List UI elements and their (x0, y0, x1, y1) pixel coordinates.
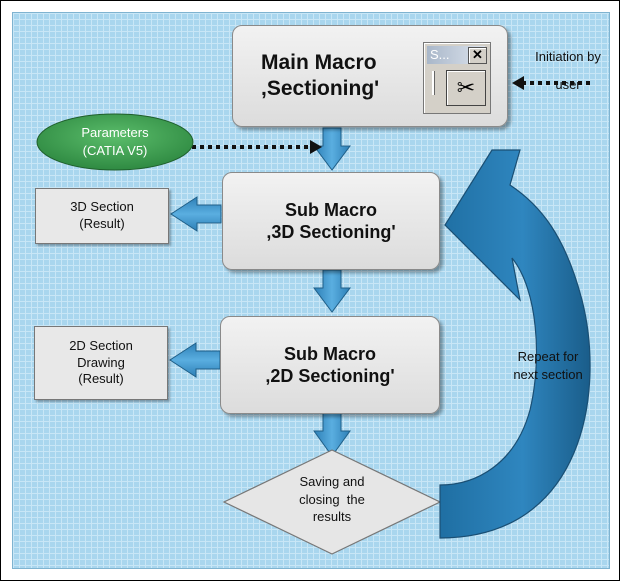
repeat-curved-arrow (439, 149, 591, 539)
dotted-arrowhead-initiation (512, 76, 524, 90)
saving-line2: closing the (299, 491, 365, 507)
sub-macro-2d-title: Sub Macro (283, 343, 376, 364)
result-2d-line3: (Result) (78, 371, 124, 387)
repeat-line1: Repeat for (517, 349, 579, 364)
parameters-label: Parameters (CATIA V5) (45, 124, 185, 159)
arrow-3d-to-result (170, 196, 222, 232)
sub-macro-3d-title: Sub Macro (284, 199, 377, 220)
parameters-ellipse (36, 113, 194, 171)
arrow-3d-to-2d (313, 269, 351, 313)
slider-handle (432, 71, 435, 95)
saving-diamond (222, 449, 442, 555)
arrow-2d-to-result (169, 342, 221, 378)
close-icon[interactable]: ✕ (468, 47, 487, 64)
saving-line1: Saving and (299, 474, 365, 489)
dotted-arrowhead-parameters (310, 140, 322, 154)
arrow-main-to-3d (313, 127, 351, 171)
result-2d-line1: 2D Section (69, 337, 133, 353)
result-3d-line1: 3D Section (70, 199, 134, 215)
sub-macro-2d-box: Sub Macro ,2D Sectioning' (220, 316, 440, 414)
result-2d-box: 2D Section Drawing (Result) (34, 326, 168, 400)
toolbar-window: S... ✕ ✂ (423, 42, 491, 114)
repeat-line2: next section (513, 366, 583, 382)
main-macro-subtitle: ,Sectioning' (261, 77, 380, 100)
initiation-label: Initiation by user (520, 48, 616, 93)
saving-label: Saving and closing the results (262, 473, 402, 526)
parameters-line1: Parameters (81, 125, 149, 140)
scissors-icon[interactable]: ✂ (446, 70, 486, 106)
arrow-2d-to-saving (313, 412, 351, 457)
repeat-label: Repeat for next section (496, 348, 600, 383)
sub-macro-2d-subtitle: ,2D Sectioning' (265, 366, 395, 386)
result-3d-box: 3D Section (Result) (35, 188, 169, 244)
initiation-line2: user (555, 76, 581, 92)
initiation-line1: Initiation by (535, 49, 601, 64)
parameters-line2: (CATIA V5) (82, 142, 148, 158)
main-macro-title: Main Macro (261, 50, 377, 74)
result-3d-line2: (Result) (79, 216, 125, 231)
result-2d-line2: Drawing (77, 354, 125, 370)
saving-line3: results (312, 509, 352, 525)
sub-macro-3d-subtitle: ,3D Sectioning' (266, 222, 396, 242)
sub-macro-3d-box: Sub Macro ,3D Sectioning' (222, 172, 440, 270)
